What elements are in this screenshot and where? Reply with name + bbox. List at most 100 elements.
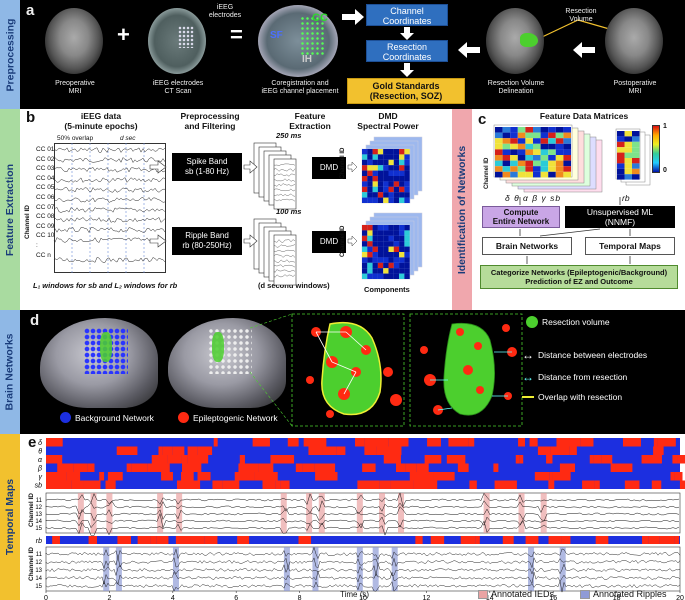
- electrode-distance-line: [343, 371, 357, 395]
- dmd-cell: [372, 197, 378, 203]
- x-tick-label: 4: [171, 595, 175, 600]
- state-segment: [172, 446, 185, 455]
- state-segment: [46, 455, 63, 464]
- feature-cell: [502, 132, 511, 139]
- label-ih: IH: [302, 54, 312, 65]
- feature-cell: [533, 171, 541, 178]
- rb-trace: [45, 556, 681, 570]
- feature-cell: [548, 132, 556, 139]
- state-segment: [303, 438, 327, 447]
- feature-cell: [510, 127, 518, 133]
- feature-cell: [510, 143, 518, 150]
- feature-cell: [555, 127, 564, 133]
- dmd-cell: [362, 252, 368, 258]
- state-segment: [308, 446, 323, 455]
- dmd-cell: [388, 241, 394, 247]
- channel-label: CC 01: [36, 146, 55, 153]
- ied-annotation: [518, 493, 525, 533]
- feature-cell: [525, 138, 533, 144]
- dmd-cell: [399, 262, 405, 269]
- section-identification: Identification of Networks: [452, 109, 472, 310]
- dmd-cell: [393, 159, 400, 166]
- window-trace: [273, 269, 296, 273]
- window-sheet: [273, 158, 297, 210]
- dmd-cell: [383, 273, 389, 279]
- x-tick-label: 12: [423, 595, 431, 600]
- state-segment: [364, 438, 389, 447]
- dmd-cell: [372, 268, 378, 274]
- dmd-cell: [362, 225, 368, 231]
- epileptogenic-electrode: [476, 386, 484, 394]
- state-segment: [515, 455, 520, 464]
- feature-cell: [502, 143, 511, 150]
- state-segment: [270, 455, 295, 464]
- state-segment: [46, 438, 63, 447]
- dmd-cell: [399, 186, 405, 193]
- dmd-cell: [362, 176, 368, 182]
- epileptogenic-electrode: [456, 328, 464, 336]
- epileptogenic-electrode: [420, 346, 428, 354]
- legend-between: ↔Distance between electrodes: [522, 348, 647, 362]
- dmd-cell: [393, 257, 400, 263]
- compute-entire-network-box: Compute Entire Network: [482, 206, 560, 228]
- feature-cell: [517, 171, 526, 178]
- arrow-to-map-1: [347, 161, 358, 173]
- state-segment: [213, 438, 218, 447]
- state-segment: [548, 480, 555, 489]
- window-trace: [273, 259, 296, 263]
- sb-trace: [45, 506, 680, 522]
- state-segment: [287, 438, 299, 447]
- sb-channel-label: 11: [36, 498, 43, 504]
- zoom-insets: [249, 313, 523, 427]
- rb-cell: [624, 141, 632, 148]
- feature-cell: [555, 143, 564, 150]
- dmd-cell: [372, 170, 378, 176]
- rb-cell: [624, 152, 632, 158]
- rb-state-segment: [548, 536, 562, 544]
- rb-state-segment: [52, 536, 60, 544]
- dmd-cell: [377, 235, 384, 242]
- rb-trace: [45, 546, 681, 560]
- channel-label: CC 06: [36, 193, 55, 201]
- state-segment: [302, 463, 315, 472]
- state-segment: [556, 438, 581, 447]
- state-segment: [427, 438, 441, 447]
- ied-annotation: [280, 493, 287, 533]
- state-segment: [280, 480, 290, 489]
- feature-cell: [495, 138, 503, 144]
- dmd-cell: [367, 149, 373, 155]
- legend-ieds: Annotated IEDs: [478, 589, 554, 599]
- ms100-label: 100 ms: [276, 207, 302, 216]
- feature-cell: [540, 155, 549, 161]
- state-segment: [376, 446, 402, 455]
- dsec-label: d sec: [120, 135, 136, 142]
- feature-cell: [533, 155, 541, 161]
- state-segment: [187, 455, 209, 464]
- state-segment: [222, 480, 240, 489]
- window-trace: [273, 239, 296, 243]
- feature-cell: [502, 127, 511, 133]
- dmd-cell: [383, 165, 389, 171]
- state-segment: [672, 455, 678, 464]
- rb-trace-box: [45, 546, 681, 592]
- state-segment: [549, 472, 553, 481]
- ied-annotation: [398, 493, 405, 533]
- ieeg-trace: [53, 167, 166, 173]
- state-segment: [615, 463, 633, 472]
- ied-annotation: [379, 493, 386, 533]
- zoom-connector: [249, 313, 293, 329]
- state-segment: [493, 463, 499, 472]
- panel-b: Feature Extraction b iEEG data (5-minute…: [0, 109, 685, 310]
- dmd-cell: [393, 241, 400, 247]
- feature-cell: [563, 143, 571, 150]
- e-channel-id-1: Channel ID: [28, 493, 35, 527]
- dmd-cell: [399, 273, 405, 279]
- dmd-cell: [388, 252, 394, 258]
- feature-cell: [525, 171, 533, 178]
- feature-cell: [563, 127, 571, 133]
- rb-channel-label: 13: [35, 568, 42, 574]
- dmd-cell: [399, 230, 405, 236]
- band-row-label: θ: [38, 449, 42, 456]
- panel-b-arrows: [149, 160, 358, 248]
- state-segment: [71, 480, 84, 489]
